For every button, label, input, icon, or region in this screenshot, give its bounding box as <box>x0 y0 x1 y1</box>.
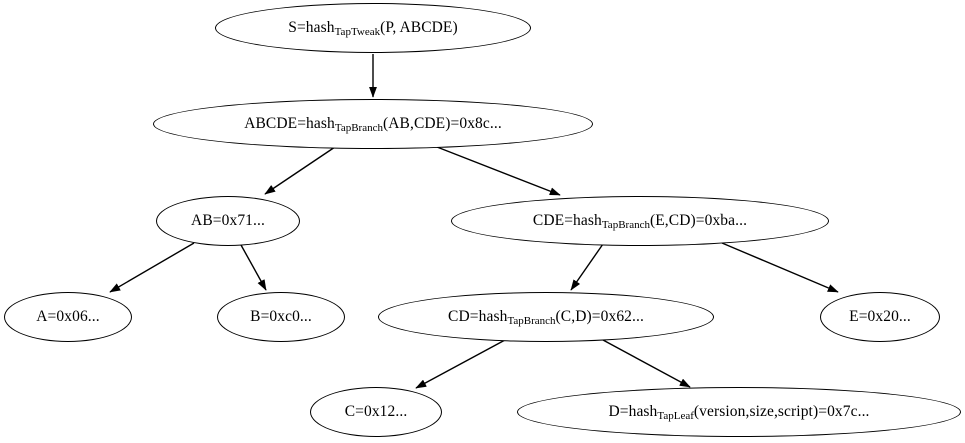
node-cd[interactable]: CD=hashTapBranch(C,D)=0x62... <box>378 292 714 342</box>
node-subscript-cd: TapBranch <box>507 314 556 327</box>
edge-cde-to-e <box>721 242 839 293</box>
node-subscript-cde: TapBranch <box>601 218 650 231</box>
node-d[interactable]: D=hashTapLeaf(version,size,script)=0x7c.… <box>517 387 961 437</box>
node-abcde[interactable]: ABCDE=hashTapBranch(AB,CDE)=0x8c... <box>153 99 593 149</box>
node-subscript-abcde: TapBranch <box>334 121 383 134</box>
node-label-ab: AB=0x71... <box>191 211 265 229</box>
edge-cd-to-c <box>415 339 506 389</box>
node-ab[interactable]: AB=0x71... <box>156 196 300 246</box>
node-label-abcde: ABCDE=hashTapBranch(AB,CDE)=0x8c... <box>244 114 502 134</box>
node-label-d: D=hashTapLeaf(version,size,script)=0x7c.… <box>608 402 870 422</box>
edge-ab-to-b <box>240 244 267 291</box>
node-s[interactable]: S=hashTapTweak(P, ABCDE) <box>215 3 531 53</box>
node-label-e: E=0x20... <box>849 307 911 325</box>
edge-ab-to-a <box>109 242 195 293</box>
node-a[interactable]: A=0x06... <box>4 292 132 342</box>
edge-abcde-to-ab <box>264 146 336 195</box>
node-label-a: A=0x06... <box>36 307 100 325</box>
node-label-cde: CDE=hashTapBranch(E,CD)=0xba... <box>532 211 748 231</box>
node-label-c: C=0x12... <box>344 402 408 420</box>
edge-abcde-to-cde <box>436 146 561 196</box>
node-cde[interactable]: CDE=hashTapBranch(E,CD)=0xba... <box>451 196 829 246</box>
node-b[interactable]: B=0xc0... <box>217 292 345 342</box>
edges-group <box>109 54 839 389</box>
node-c[interactable]: C=0x12... <box>310 387 442 437</box>
node-label-s: S=hashTapTweak(P, ABCDE) <box>288 18 458 38</box>
node-e[interactable]: E=0x20... <box>820 292 940 342</box>
node-label-b: B=0xc0... <box>250 307 312 325</box>
edge-cd-to-d <box>602 339 691 388</box>
edge-cde-to-cd <box>570 243 604 291</box>
node-label-cd: CD=hashTapBranch(C,D)=0x62... <box>448 307 644 327</box>
node-subscript-d: TapLeaf <box>657 409 694 422</box>
node-subscript-s: TapTweak <box>334 25 381 38</box>
